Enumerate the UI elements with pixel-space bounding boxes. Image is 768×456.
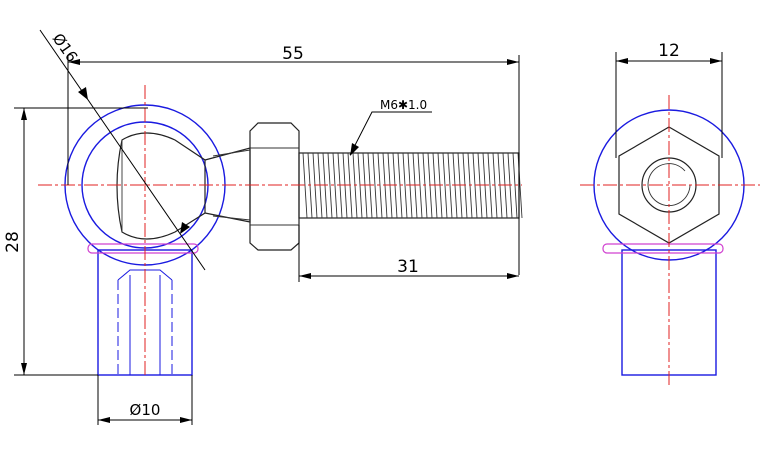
side-thread-root xyxy=(647,163,691,207)
dim-31-label: 31 xyxy=(397,257,419,277)
dim-10-arrow-left xyxy=(98,417,110,423)
dim-28-label: 28 xyxy=(3,231,23,253)
thread-crest-line xyxy=(327,152,333,219)
side-clip-ring xyxy=(602,243,724,254)
dim-thread-label: M6✱1.0 xyxy=(380,98,427,112)
thread-crest-line xyxy=(447,152,453,219)
dim-ball-arrow-top xyxy=(78,87,88,100)
dim-thread-arrow xyxy=(350,143,359,156)
dim-31-arrow-right xyxy=(507,273,519,279)
thread-crest-line xyxy=(302,152,308,219)
neck-line-top xyxy=(212,149,251,157)
dim-10-label: Ø10 xyxy=(130,401,161,419)
dim-12-label: 12 xyxy=(658,41,680,61)
thread-crest-line xyxy=(372,152,378,219)
thread-crest-line xyxy=(492,152,498,219)
dim-ball-diameter-leader xyxy=(39,29,206,271)
thread-crest-line xyxy=(332,152,338,219)
side-view: 12 xyxy=(580,41,760,385)
dim-28-arrow-top xyxy=(21,108,27,120)
clip-ring xyxy=(87,243,199,254)
dim-55-label: 55 xyxy=(282,44,304,64)
thread-crest-line xyxy=(402,152,408,219)
dim-10-arrow-right xyxy=(180,417,192,423)
thread-crest-line xyxy=(417,152,423,219)
front-view xyxy=(38,85,523,376)
thread-crest-line xyxy=(442,152,448,219)
neck-line-bot xyxy=(212,215,251,221)
dim-ball-arrow-bottom xyxy=(180,222,190,234)
thread-crest-line xyxy=(487,152,493,219)
dim-12-arrow-right xyxy=(710,58,722,64)
dim-12-arrow-left xyxy=(616,58,628,64)
ball-outline xyxy=(116,132,206,240)
dim-28-arrow-bottom xyxy=(21,363,27,375)
dim-31-arrow-left xyxy=(299,273,311,279)
dim-55-arrow-right xyxy=(507,59,519,65)
dim-thread-leader xyxy=(349,111,432,156)
hex-nut xyxy=(249,122,300,251)
dim-55-arrow-left xyxy=(68,59,80,65)
thread-crest-line xyxy=(377,152,383,219)
dimensions-front: 55 Ø16 28 M6✱1.0 31 Ø10 xyxy=(3,29,520,425)
